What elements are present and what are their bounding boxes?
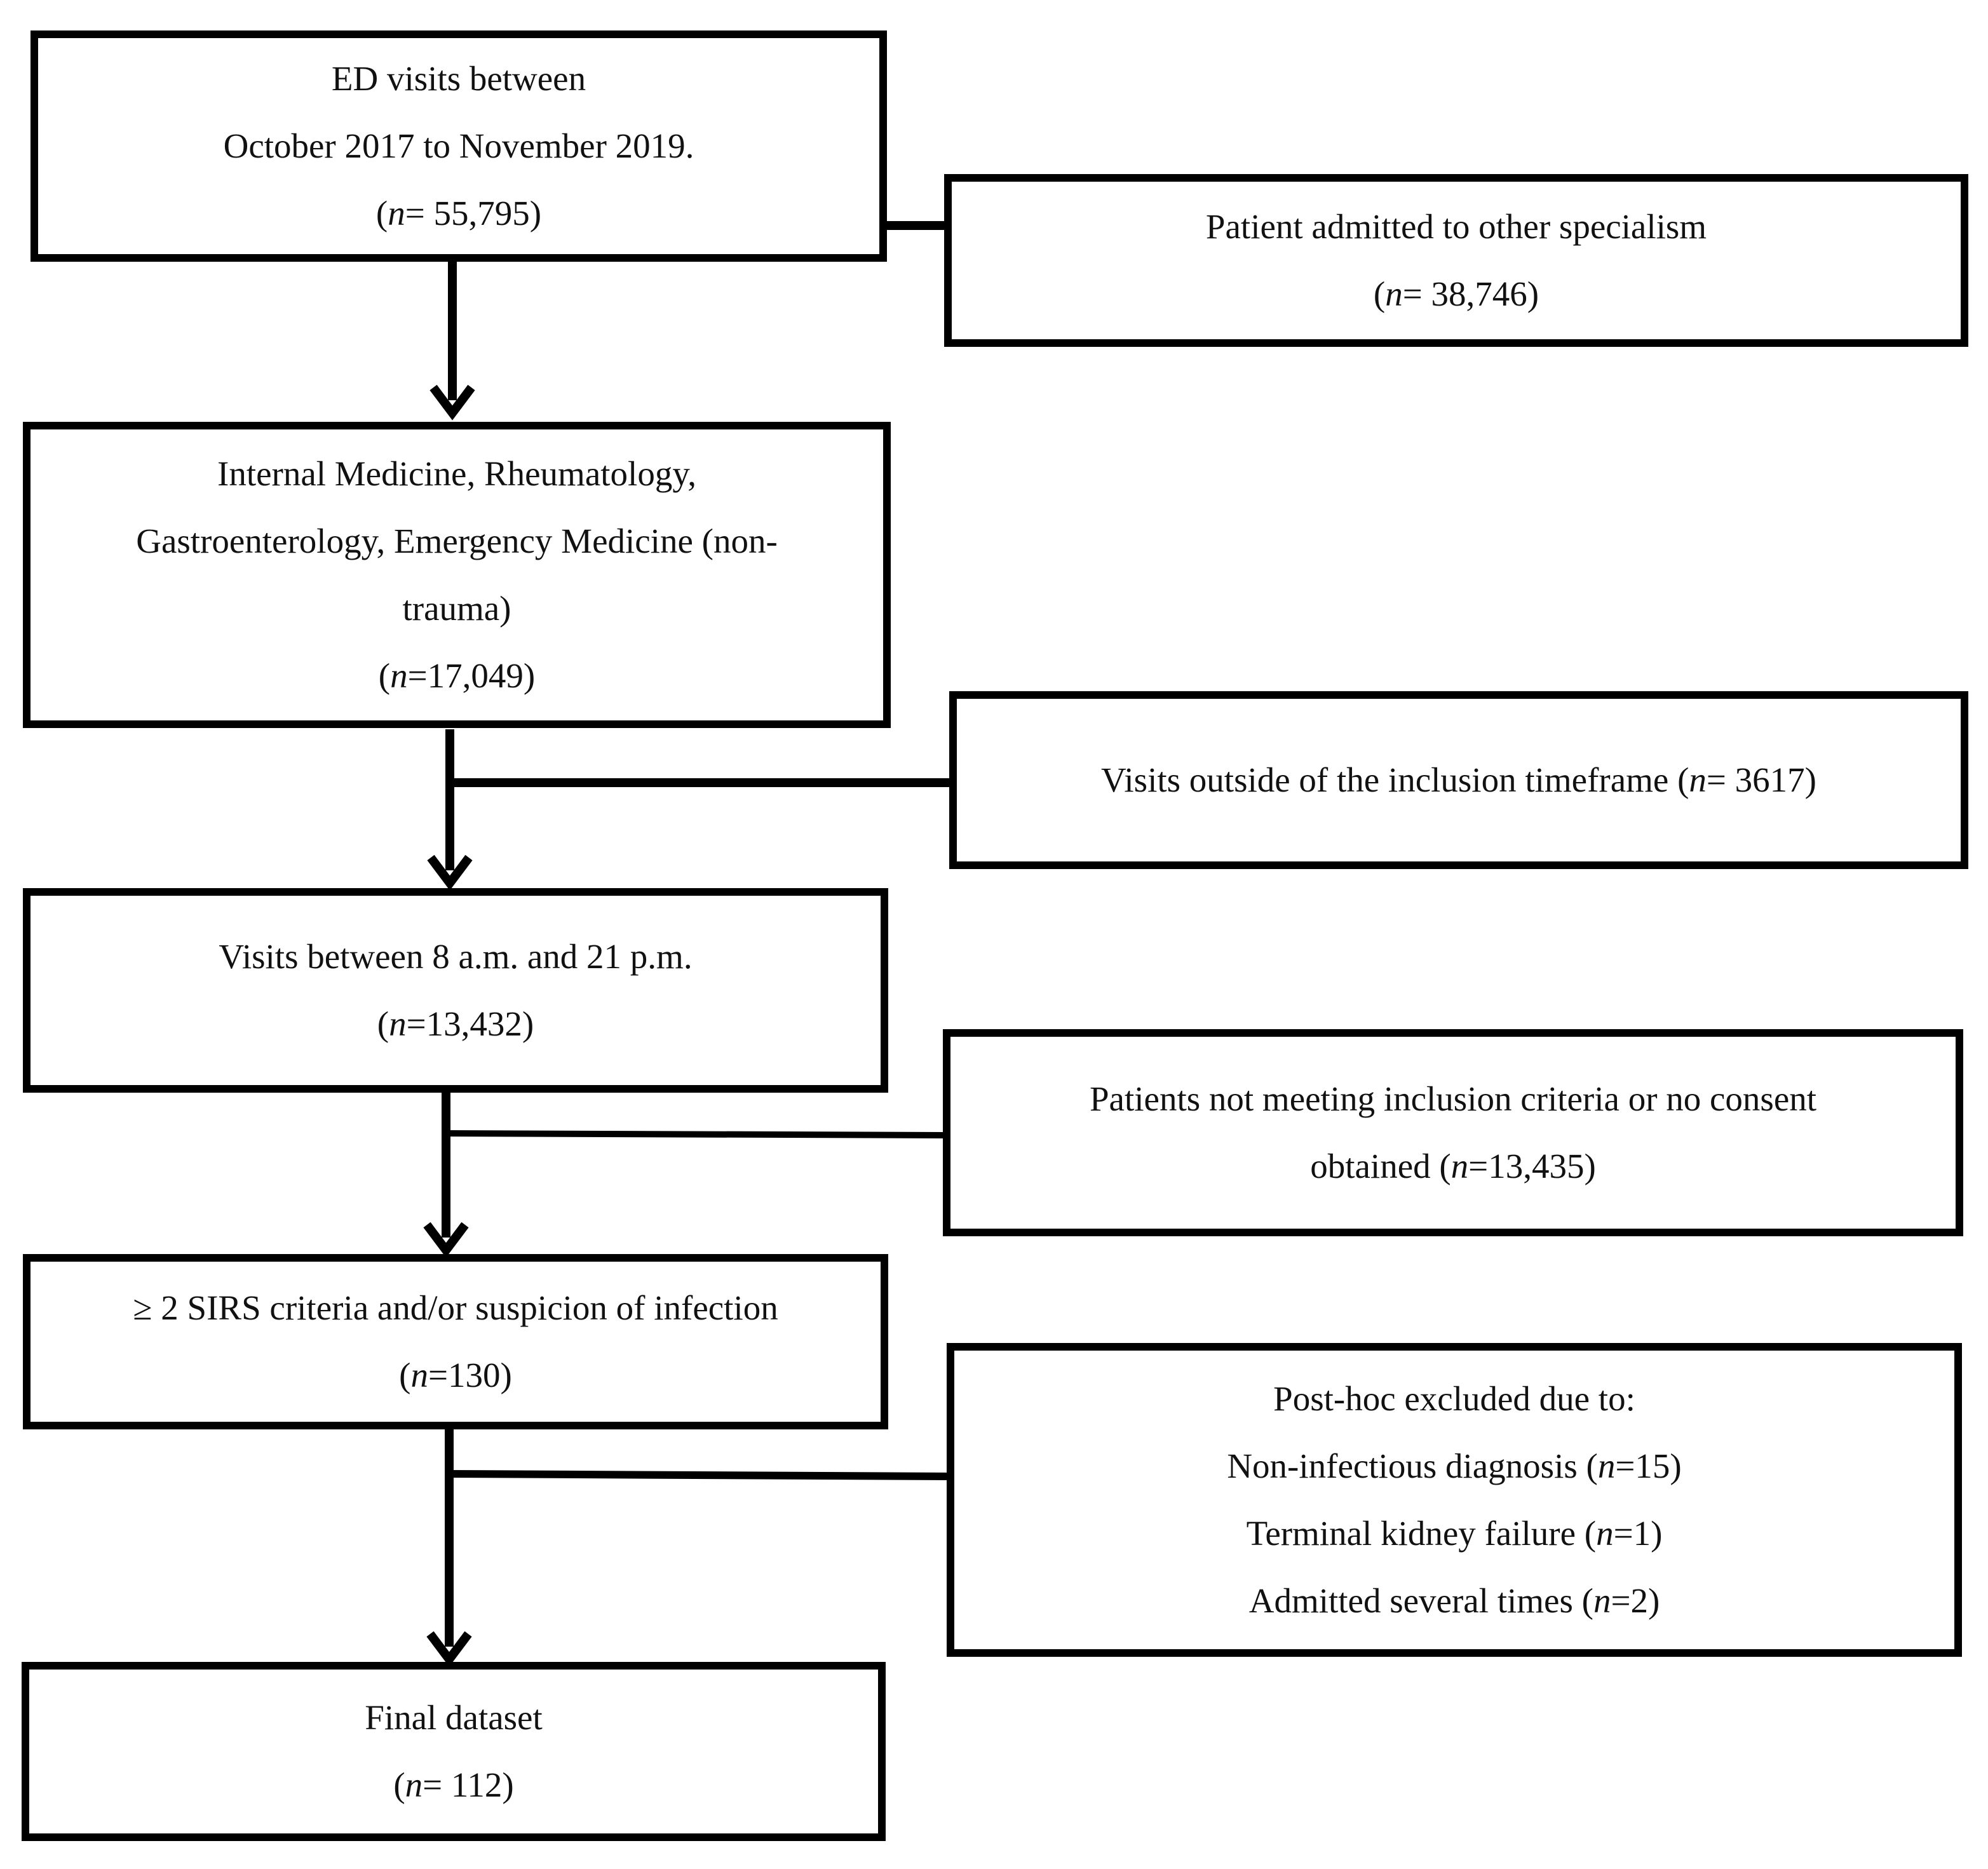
exclusion-other-specialism-line1: Patient admitted to other specialism — [1205, 207, 1707, 246]
box-final-dataset: Final dataset (n= 112) — [22, 1662, 886, 1841]
box-ed-visits-count: (n= 55,795) — [375, 194, 542, 233]
box-visit-hours: Visits between 8 a.m. and 21 p.m. (n=13,… — [23, 888, 888, 1093]
box-final-dataset-count: (n= 112) — [393, 1765, 514, 1804]
exclusion-criteria-consent-line1: Patients not meeting inclusion criteria … — [1089, 1079, 1817, 1118]
arrowhead-box5 — [426, 1631, 472, 1667]
exclusion-criteria-consent: Patients not meeting inclusion criteria … — [943, 1029, 1963, 1236]
exclusion-post-hoc-item: Admitted several times (n=2) — [1248, 1581, 1660, 1620]
box-specialties: Internal Medicine, Rheumatology, Gastroe… — [23, 422, 891, 728]
box-ed-visits: ED visits between October 2017 to Novemb… — [30, 30, 887, 262]
exclusion-timeframe-line1: Visits outside of the inclusion timefram… — [1100, 760, 1816, 799]
box-final-dataset-line1: Final dataset — [365, 1698, 543, 1737]
box-specialties-line1: Internal Medicine, Rheumatology, — [217, 454, 696, 493]
connector-ex4 — [449, 1470, 949, 1480]
exclusion-post-hoc-title: Post-hoc excluded due to: — [1273, 1379, 1635, 1418]
box-specialties-line2: Gastroenterology, Emergency Medicine (no… — [136, 522, 778, 560]
box-sirs-line1: ≥ 2 SIRS criteria and/or suspicion of in… — [133, 1288, 778, 1327]
arrowhead-box2 — [429, 384, 475, 421]
exclusion-criteria-consent-line2: obtained (n=13,435) — [1310, 1147, 1596, 1185]
exclusion-other-specialism-count: (n= 38,746) — [1373, 274, 1539, 313]
exclusion-post-hoc-item: Non-infectious diagnosis (n=15) — [1227, 1447, 1682, 1485]
box-ed-visits-line2: October 2017 to November 2019. — [223, 126, 694, 165]
arrowhead-box3 — [427, 854, 473, 891]
box-ed-visits-line1: ED visits between — [331, 59, 586, 98]
box-visit-hours-line1: Visits between 8 a.m. and 21 p.m. — [219, 937, 693, 976]
box-specialties-count: (n=17,049) — [378, 656, 536, 695]
box-specialties-line3: trauma) — [402, 589, 511, 628]
exclusion-post-hoc-item: Terminal kidney failure (n=1) — [1246, 1514, 1663, 1553]
arrowhead-box4 — [423, 1222, 469, 1258]
exclusion-timeframe: Visits outside of the inclusion timefram… — [949, 691, 1968, 869]
exclusion-post-hoc: Post-hoc excluded due to: Non-infectious… — [947, 1343, 1962, 1657]
box-sirs: ≥ 2 SIRS criteria and/or suspicion of in… — [23, 1254, 888, 1429]
exclusion-other-specialism: Patient admitted to other specialism (n=… — [944, 174, 1968, 347]
connector-ex3 — [445, 1130, 945, 1138]
box-visit-hours-count: (n=13,432) — [377, 1004, 534, 1043]
box-sirs-count: (n=130) — [399, 1356, 512, 1394]
